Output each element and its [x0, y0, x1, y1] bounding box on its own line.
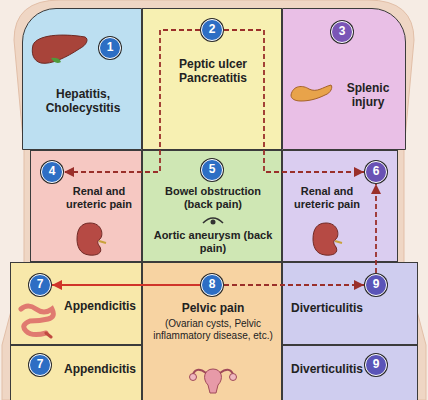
region-box: Diverticulitis9 [282, 345, 418, 400]
callout-number-text: 9 [366, 355, 386, 374]
text-slot: (Ovarian cysts, Pelvic inflammatory dise… [151, 318, 275, 342]
callout-number-text: 2 [202, 20, 222, 39]
callout-number: 3 [331, 21, 353, 43]
aorta-symbol [201, 214, 225, 226]
liver-icon [31, 33, 89, 67]
region-label: Pelvic pain [151, 301, 275, 315]
text-slot: Appendicitis [61, 362, 139, 376]
region-box: Appendicitis 7 [10, 345, 142, 400]
region-box: Pelvic pain (Ovarian cysts, Pelvic inflam… [142, 262, 282, 400]
region-box: Renal and ureteric pain 4 [30, 150, 142, 262]
arrow-connector [375, 184, 377, 273]
callout-number-text: 6 [366, 162, 386, 181]
text-slot: Bowel obstruction (back pain) [153, 185, 273, 211]
text-slot: Diverticulitis [287, 301, 367, 315]
callout-number: 1 [99, 37, 121, 59]
arrow-connector [224, 30, 364, 172]
region-label: Peptic ulcer Pancreatitis [169, 57, 257, 85]
callout-number-text: 8 [202, 275, 222, 294]
region-note: (Ovarian cysts, Pelvic inflammatory dise… [151, 318, 275, 342]
region-box: Appendicitis 7 [10, 262, 142, 345]
region-label: Appendicitis [61, 362, 139, 376]
callout-number-text: 3 [332, 22, 352, 41]
region-box: Hepatitis, Cholecystitis 1 [22, 8, 142, 150]
region-label: Diverticulitis [287, 362, 367, 376]
callout-number: 5 [201, 159, 223, 181]
callout-number-text: 1 [100, 38, 120, 57]
callout-number-text: 5 [202, 160, 222, 179]
kidney-icon [311, 221, 343, 257]
callout-number: 9 [365, 274, 387, 296]
region-label: Hepatitis, Cholecystitis [29, 87, 137, 115]
text-slot: Renal and ureteric pain [287, 185, 367, 211]
text-slot: Peptic ulcer Pancreatitis [169, 57, 257, 85]
region-label: Appendicitis [61, 299, 139, 313]
intestine-icon [16, 301, 58, 339]
callout-number-text: 7 [30, 275, 50, 294]
callout-number: 9 [365, 354, 387, 376]
region-label: Bowel obstruction (back pain) [153, 185, 273, 211]
region-box: Renal and ureteric pain 6 [282, 150, 398, 262]
callout-number: 4 [41, 161, 63, 183]
callout-number-text: 4 [42, 162, 62, 181]
callout-number: 7 [29, 354, 51, 376]
region-label: Renal and ureteric pain [287, 185, 367, 211]
text-slot: Renal and ureteric pain [59, 185, 139, 211]
callout-number: 8 [201, 274, 223, 296]
text-slot: Hepatitis, Cholecystitis [29, 87, 137, 115]
region-box: Bowel obstruction (back pain) Aortic aneu… [142, 150, 282, 262]
callout-number-text: 7 [30, 355, 50, 374]
text-slot: Pelvic pain [151, 301, 275, 315]
callout-number: 7 [29, 274, 51, 296]
uterus-icon [188, 361, 238, 395]
arrow-connector [224, 284, 364, 286]
kidney-icon [75, 221, 107, 257]
text-slot: Splenic injury [335, 81, 401, 109]
arrow-connector [64, 30, 200, 172]
region-label: Renal and ureteric pain [59, 185, 139, 211]
region-note: Aortic aneurysm (back pain) [153, 229, 273, 255]
pancreas-icon [289, 79, 333, 105]
callout-number: 6 [365, 161, 387, 183]
callout-number-text: 9 [366, 275, 386, 294]
text-slot: Appendicitis [61, 299, 139, 313]
arrow-connector [52, 284, 200, 286]
text-slot: Aortic aneurysm (back pain) [153, 229, 273, 255]
region-label: Diverticulitis [287, 301, 367, 315]
region-box: Peptic ulcer Pancreatitis 2 [142, 8, 282, 150]
region-label: Splenic injury [335, 81, 401, 109]
region-box: Splenic injury 3 [282, 8, 406, 150]
text-slot: Diverticulitis [287, 362, 367, 376]
callout-number: 2 [201, 19, 223, 41]
region-box: Diverticulitis 9 [282, 262, 418, 345]
